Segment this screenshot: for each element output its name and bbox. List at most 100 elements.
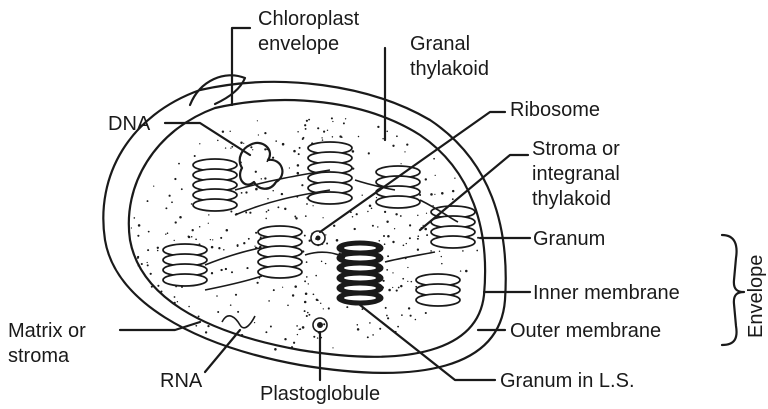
stroma-dot <box>220 269 222 271</box>
stroma-dot <box>198 315 200 317</box>
stroma-dot <box>210 239 211 240</box>
stroma-dot <box>401 314 403 316</box>
stroma-dot <box>151 286 153 288</box>
stroma-dot <box>211 246 214 249</box>
label-outer-membrane: Outer membrane <box>510 320 661 342</box>
label-granal-thylakoid-1: Granal <box>410 33 470 55</box>
stroma-dot <box>305 128 307 130</box>
stroma-dot <box>137 264 139 266</box>
stroma-dot <box>153 185 154 186</box>
stroma-dot <box>307 312 309 314</box>
granum-stack <box>193 159 237 211</box>
stroma-dot <box>254 322 255 323</box>
stroma-dot <box>325 263 326 264</box>
stroma-dot <box>387 255 389 257</box>
stroma-dot <box>277 206 279 208</box>
stroma-dot <box>297 334 298 335</box>
stroma-dot <box>208 214 209 215</box>
thylakoid-lumen <box>344 266 376 271</box>
stroma-dot <box>315 275 317 277</box>
thylakoid-lumen <box>344 296 376 301</box>
thylakoid-disc <box>416 294 460 306</box>
thylakoid-lumen <box>344 256 376 261</box>
stroma-dot <box>332 347 333 348</box>
stroma-dot <box>292 294 294 296</box>
label-granal-thylakoid-2: thylakoid <box>410 58 489 80</box>
stroma-dot <box>165 234 166 235</box>
stroma-dot <box>293 150 296 153</box>
stroma-dot <box>376 197 377 198</box>
stroma-dot <box>174 178 176 180</box>
stroma-dot <box>304 301 307 304</box>
stroma-dot <box>167 232 169 234</box>
stroma-dot <box>235 294 237 296</box>
stroma-dot <box>178 163 180 165</box>
stroma-dot <box>231 271 233 273</box>
stroma-dot <box>282 287 283 288</box>
stroma-dot <box>357 328 360 331</box>
stroma-dot <box>395 213 397 215</box>
thylakoid-lumen <box>344 246 376 251</box>
stroma-dot <box>281 193 283 195</box>
label-chloroplast-envelope-2: envelope <box>258 33 339 55</box>
stroma-dot <box>369 322 371 324</box>
granum-stack <box>431 206 475 248</box>
stroma-dot <box>225 268 227 270</box>
stroma-dot <box>305 215 307 217</box>
stroma-dot <box>383 235 385 237</box>
stroma-dot <box>171 201 173 203</box>
stroma-dot <box>174 296 176 298</box>
stroma-dot <box>299 329 300 330</box>
stroma-dot <box>409 224 411 226</box>
stroma-dot <box>257 120 258 121</box>
stroma-dot <box>194 155 196 157</box>
label-dna: DNA <box>108 113 151 135</box>
stroma-dot <box>452 198 454 200</box>
stroma-dot <box>356 213 358 215</box>
stroma-dot <box>379 328 381 330</box>
stroma-dot <box>174 240 175 241</box>
stroma-dot <box>387 235 390 238</box>
stroma-dot <box>211 272 213 274</box>
stroma-dot <box>407 281 408 282</box>
stroma-dot <box>328 307 330 309</box>
stroma-dot <box>264 177 266 179</box>
stroma-dot <box>258 134 259 135</box>
stroma-dot <box>358 136 360 138</box>
stroma-dot <box>368 152 370 154</box>
thylakoid-lumen <box>344 286 376 291</box>
stroma-dot <box>268 300 270 302</box>
stroma-dot <box>161 291 163 293</box>
stroma-dot <box>426 234 428 236</box>
stroma-dot <box>462 250 464 252</box>
label-rna: RNA <box>160 370 203 392</box>
label-inner-membrane: Inner membrane <box>533 282 680 304</box>
stroma-dot <box>137 257 139 259</box>
stroma-stippling <box>131 117 479 352</box>
stroma-dot <box>273 289 275 291</box>
stroma-dot <box>323 308 324 309</box>
stroma-dot <box>181 188 183 190</box>
stroma-dot <box>134 217 136 219</box>
stroma-dot <box>297 131 299 133</box>
stroma-dot <box>272 157 274 159</box>
stroma-dot <box>177 301 178 302</box>
stroma-dot <box>384 211 386 213</box>
stroma-dot <box>332 136 333 137</box>
stroma-dot <box>383 280 385 282</box>
stroma-dot <box>396 290 398 292</box>
stroma-dot <box>372 225 374 227</box>
stroma-dot <box>434 194 435 195</box>
stroma-dot <box>217 311 219 313</box>
stroma-dot <box>406 143 408 145</box>
stroma-dot <box>220 237 222 239</box>
stroma-dot <box>460 270 461 271</box>
stroma-dot <box>225 147 226 148</box>
stroma-dot <box>256 282 258 284</box>
stroma-dot <box>320 303 321 304</box>
stroma-dot <box>272 190 273 191</box>
label-ribosome: Ribosome <box>510 99 600 121</box>
ribosome-core <box>316 236 321 241</box>
granum-stack <box>163 244 207 286</box>
stroma-dot <box>248 238 250 240</box>
